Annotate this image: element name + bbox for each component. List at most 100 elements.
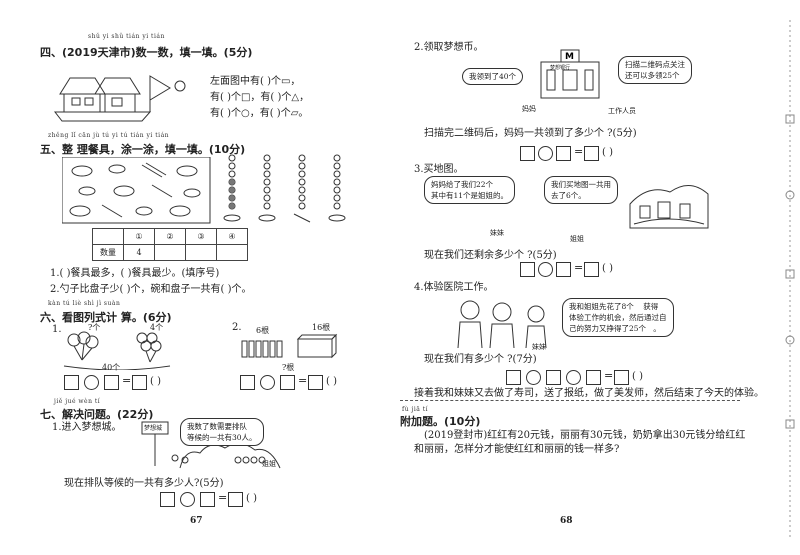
- hospital-speech-bubble: 我和姐姐先花了8个 获得 体验工作的机会，然后通过自 己的努力又挣得了25个 。: [562, 298, 674, 337]
- answer-box-s6-1a[interactable]: [64, 375, 79, 390]
- answer-box-r4c[interactable]: [586, 370, 601, 385]
- hospital-kids-illustration: [457, 300, 547, 349]
- s6-p1-number: 1.: [52, 324, 62, 335]
- s4-pinyin: shǔ yi shǔ tián yi tián: [88, 33, 165, 40]
- sister-speech-bubble: 我数了数需要排队 等候的一共有30人。: [180, 418, 264, 446]
- tableware-count-table: ① ② ③ ④ 数量 4: [92, 228, 248, 261]
- q3-title: 3.买地图。: [414, 164, 464, 175]
- elder-sister-label: 姐姐: [570, 235, 584, 243]
- operator-circle-r3[interactable]: [538, 262, 553, 277]
- s5-title: 五、整 理餐具，涂一涂，填一填。(10分): [40, 143, 246, 156]
- q4-question: 现在我们有多少个 ?(7分): [424, 354, 537, 365]
- bonus-pinyin: fù jiā tí: [402, 406, 429, 413]
- tableware-illustration: [62, 157, 211, 224]
- answer-box-s6-2b[interactable]: [280, 375, 295, 390]
- s4-q1: 左面图中有( )个▭，: [210, 76, 301, 87]
- answer-box-s7-1c[interactable]: [228, 492, 243, 507]
- table-cell-4[interactable]: [216, 244, 248, 261]
- section-divider: [400, 400, 740, 401]
- staff-speech-bubble: 扫描二维码点关注 还可以多领25个: [618, 56, 692, 84]
- answer-box-r2b[interactable]: [556, 146, 571, 161]
- little-sister-label-2: 妹妹: [532, 343, 546, 351]
- table-header-1: ①: [123, 228, 155, 245]
- table-cell-2[interactable]: [154, 244, 186, 261]
- elder-map-bubble: 我们买地图一共用 去了6个。: [544, 176, 618, 204]
- equals-sign: =: [122, 374, 132, 387]
- q3-question: 现在我们还剩余多少个 ?(5分): [424, 250, 557, 261]
- s7-q1: 1.进入梦想城。: [52, 422, 122, 433]
- unit-paren-s7: ( ): [246, 493, 257, 504]
- answer-box-s6-1b[interactable]: [104, 375, 119, 390]
- pencils-box-illustration: [241, 333, 338, 359]
- answer-box-r3c[interactable]: [584, 262, 599, 277]
- s6-p2-number: 2.: [232, 322, 242, 333]
- answer-box-r4b[interactable]: [546, 370, 561, 385]
- s6-p1-top1: ?个: [88, 323, 101, 332]
- answer-box-r4d[interactable]: [614, 370, 629, 385]
- answer-box-r3b[interactable]: [556, 262, 571, 277]
- s5-q1: 1.( )餐具最多，( )餐具最少。(填序号): [50, 268, 220, 279]
- dream-bank-building: M: [540, 49, 600, 99]
- operator-circle-r2[interactable]: [538, 146, 553, 161]
- right-page: 2.领取梦想币。 M 梦想银行 我领到了40个 扫描二维码点关注 还可以多领25…: [400, 0, 800, 555]
- mom-label: 妈妈: [522, 105, 536, 113]
- operator-circle-s7-1[interactable]: [180, 492, 195, 507]
- equals-sign: =: [574, 145, 584, 158]
- page-number-left: 67: [190, 516, 203, 526]
- answer-box-r4a[interactable]: [506, 370, 521, 385]
- binding-margin-decoration: [785, 20, 795, 540]
- bonus-text-line2: 和丽丽，怎样分才能使红红和丽丽的钱一样多?: [414, 444, 620, 455]
- answer-box-s7-1b[interactable]: [200, 492, 215, 507]
- table-cell-3[interactable]: [185, 244, 217, 261]
- answer-box-r2c[interactable]: [584, 146, 599, 161]
- operator-circle-r4b[interactable]: [566, 370, 581, 385]
- operator-circle-r4a[interactable]: [526, 370, 541, 385]
- operator-circle-s6-2[interactable]: [260, 375, 275, 390]
- s7-question: 现在排队等候的一共有多少人?(5分): [64, 478, 224, 489]
- s6-pinyin: kàn tú liè shì jì suàn: [48, 300, 121, 307]
- houses-boat-illustration: [53, 75, 186, 122]
- q2-question: 扫描完二维码后，妈妈一共领到了多少个 ?(5分): [424, 128, 637, 139]
- table-header-4: ④: [216, 228, 248, 245]
- unit-paren-r4: ( ): [632, 371, 643, 382]
- s6-p2-label2: 16根: [312, 323, 331, 332]
- answer-box-s6-2c[interactable]: [308, 375, 323, 390]
- s5-q2: 2.勺子比盘子少( )个，碗和盘子一共有( )个。: [50, 284, 252, 295]
- unit-paren-r3: ( ): [602, 263, 613, 274]
- answer-box-r3a[interactable]: [520, 262, 535, 277]
- s4-title: 四、(2019天津市)数一数，填一填。(5分): [40, 46, 253, 59]
- table-header-3: ③: [185, 228, 217, 245]
- mom-speech-bubble: 我领到了40个: [462, 68, 524, 85]
- answer-box-r2a[interactable]: [520, 146, 535, 161]
- answer-box-s6-1c[interactable]: [132, 375, 147, 390]
- equals-sign: =: [604, 369, 614, 382]
- s5-pinyin: zhěng lǐ cān jù tú yi tú tián yi tián: [48, 132, 170, 139]
- answer-box-s7-1a[interactable]: [160, 492, 175, 507]
- svg-text:M: M: [565, 52, 574, 62]
- elder-sister-label: 姐姐: [262, 460, 276, 468]
- dream-city-sign: 梦想城: [144, 425, 163, 432]
- answer-box-s6-2a[interactable]: [240, 375, 255, 390]
- equals-sign: =: [218, 491, 228, 504]
- operator-circle-s6-1[interactable]: [84, 375, 99, 390]
- q2-title: 2.领取梦想币。: [414, 42, 484, 53]
- story-text: 接着我和妹妹又去做了寿司，送了报纸，做了美发师，然后结束了今天的体验。: [414, 388, 764, 399]
- city-map-illustration: [629, 185, 709, 229]
- page-number-right: 68: [560, 516, 573, 526]
- unit-paren-s6-2: ( ): [326, 376, 337, 387]
- table-header-blank: [92, 228, 124, 245]
- s4-q3: 有( )个○，有( )个▱。: [210, 108, 309, 119]
- balloons-illustration: [63, 331, 171, 370]
- table-header-2: ②: [154, 228, 186, 245]
- staff-label: 工作人员: [608, 107, 636, 115]
- s6-p1-top2: 4个: [150, 323, 164, 332]
- sister-map-bubble: 妈妈给了我们22个 其中有11个是姐姐的。: [424, 176, 516, 204]
- q4-title: 4.体验医院工作。: [414, 282, 494, 293]
- s7-title: 七、解决问题。(22分): [40, 408, 154, 421]
- s6-p2-label1: 6根: [256, 326, 270, 335]
- table-cell-1: 4: [123, 244, 155, 261]
- s4-q2: 有( )个□，有( )个△，: [210, 92, 310, 103]
- unit-paren-r2: ( ): [602, 147, 613, 158]
- bonus-text-line1: (2019登封市)红红有20元钱，丽丽有30元钱，奶奶拿出30元钱分给红红: [424, 430, 746, 441]
- bonus-title: 附加题。(10分): [400, 415, 481, 428]
